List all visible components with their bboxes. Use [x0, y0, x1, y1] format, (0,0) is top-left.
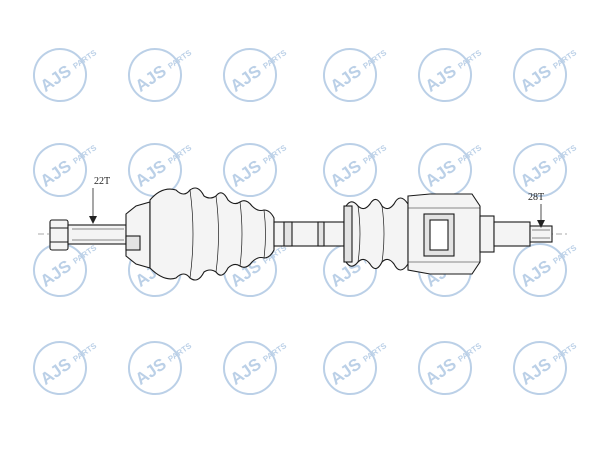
- svg-text:AJS: AJS: [517, 156, 555, 191]
- svg-text:AJS: AJS: [227, 354, 265, 389]
- left-nut: [49, 219, 69, 251]
- svg-text:AJS: AJS: [327, 61, 365, 96]
- svg-text:AJS: AJS: [517, 61, 555, 96]
- main-shaft: [273, 221, 345, 247]
- svg-text:AJS: AJS: [422, 156, 460, 191]
- svg-text:AJS: AJS: [132, 156, 170, 191]
- right-spline-shaft: [529, 225, 553, 243]
- svg-text:AJS: AJS: [517, 354, 555, 389]
- inner-tripod-joint: [407, 193, 481, 275]
- left-spline-label: 22T: [94, 176, 110, 187]
- svg-text:AJS: AJS: [37, 156, 75, 191]
- left-spline-callout: 22T: [89, 176, 110, 224]
- svg-text:AJS: AJS: [327, 354, 365, 389]
- svg-text:AJS: AJS: [422, 61, 460, 96]
- svg-text:AJS: AJS: [227, 61, 265, 96]
- svg-text:AJS: AJS: [327, 156, 365, 191]
- drive-shaft: [38, 187, 570, 281]
- svg-text:AJS: AJS: [227, 156, 265, 191]
- right-spline-label: 28T: [528, 192, 544, 203]
- svg-text:AJS: AJS: [132, 354, 170, 389]
- svg-text:AJS: AJS: [37, 256, 75, 291]
- outer-boot: [149, 187, 275, 281]
- inner-boot: [343, 197, 409, 271]
- right-spline-callout: 28T: [528, 192, 545, 228]
- svg-text:AJS: AJS: [37, 354, 75, 389]
- svg-text:AJS: AJS: [517, 256, 555, 291]
- svg-text:AJS: AJS: [422, 354, 460, 389]
- left-spline-shaft: [67, 224, 127, 245]
- right-stub-neck: [479, 215, 531, 253]
- svg-text:AJS: AJS: [132, 61, 170, 96]
- svg-text:AJS: AJS: [37, 61, 75, 96]
